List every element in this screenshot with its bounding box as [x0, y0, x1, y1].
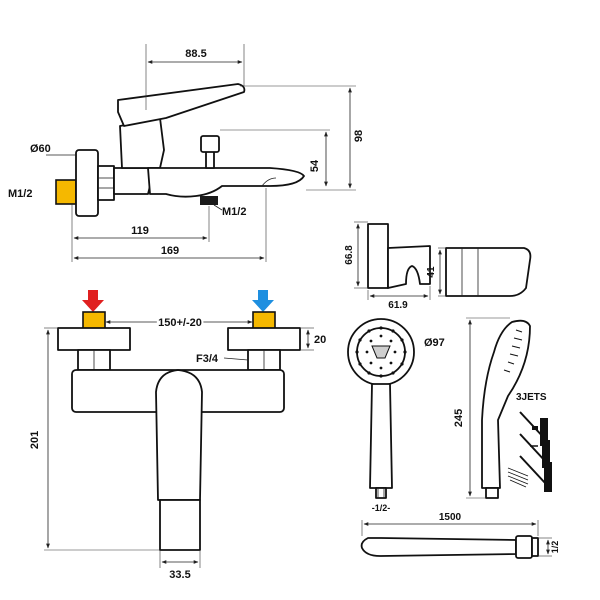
holder-base-plate: [367, 223, 389, 289]
hose-thread-label: 1/2: [550, 541, 560, 554]
shower-handle: [369, 383, 393, 489]
jets-label: 3JETS: [516, 392, 547, 403]
shower-center-logo: [371, 345, 391, 359]
head-diameter-label: Ø97: [424, 337, 445, 349]
hot-arrow-icon: [82, 290, 104, 312]
hot-rosette: [57, 327, 131, 351]
outlet-height-label: 54: [309, 159, 321, 172]
eccentric-height-label: 20: [314, 334, 326, 346]
spout-reach-total-label: 169: [161, 245, 179, 257]
center-distance-label: 150+/-20: [158, 317, 202, 329]
inlet-thread-label: M1/2: [8, 188, 32, 200]
cold-inlet-connector: [252, 311, 276, 330]
rosette-diameter-label: Ø60: [30, 143, 51, 155]
shower-side-thread: [485, 487, 499, 499]
side-view-dimensions: 88.5 98 54 Ø60 M1/2 M1/2 119 169: [8, 44, 365, 262]
side-nut: [97, 165, 115, 201]
rosette: [75, 149, 99, 217]
holder-height-label: 66.8: [344, 245, 355, 265]
mixer-body: [113, 167, 152, 195]
total-height-label: 98: [353, 130, 365, 142]
cold-rosette: [227, 327, 301, 351]
holder-side-view: [445, 247, 532, 297]
spray-mode-icon: [519, 411, 548, 446]
shower-length-label: 245: [453, 409, 465, 427]
nozzle-pattern: [355, 326, 407, 378]
eccentric-thread-label: F3/4: [196, 353, 219, 365]
spout: [147, 167, 305, 198]
hose-connector-end: [515, 535, 533, 559]
shower-side-profile: [481, 319, 531, 489]
wall-holder: [367, 223, 532, 297]
spout-reach-short-label: 119: [131, 225, 149, 237]
spout-reach-label: 88.5: [185, 48, 206, 60]
hose-body: [360, 537, 517, 557]
holder-dimensions: 66.8 61.9 41: [344, 221, 446, 311]
outlet-thread-label: M1/2: [222, 206, 246, 218]
lever-width-label: 33.5: [169, 569, 190, 581]
hot-inlet-connector: [82, 311, 106, 330]
hose-nut: [531, 537, 539, 557]
hand-shower-side: 245 3JETS: [453, 317, 552, 499]
cold-arrow-icon: [252, 290, 274, 312]
handle-thread-label: -1/2-: [372, 503, 391, 513]
front-view-dimensions: 150+/-20 20 F3/4 201 33.5: [29, 315, 326, 581]
lever-tip: [159, 499, 201, 551]
hand-shower-front: Ø97 -1/2-: [347, 318, 445, 513]
shower-hose: 1500 1/2: [360, 512, 560, 559]
holder-side-label: 41: [426, 266, 437, 278]
front-lever: [155, 369, 203, 501]
hose-length-label: 1500: [439, 512, 462, 523]
spray-mode-icon: [519, 433, 550, 468]
side-view-mixer: [55, 83, 305, 217]
shower-outlet-connector: [200, 196, 218, 205]
mixer-height-label: 201: [29, 431, 41, 449]
nozzle-side: [503, 329, 523, 373]
shower-handle-thread: [375, 487, 387, 499]
holder-cradle: [387, 245, 431, 289]
front-view-mixer: [57, 290, 301, 551]
lever-handle: [117, 83, 246, 127]
inlet-connector: [55, 179, 77, 205]
holder-width-label: 61.9: [388, 300, 408, 311]
diverter-knob: [200, 135, 220, 153]
spray-mode-icon: [507, 455, 552, 492]
